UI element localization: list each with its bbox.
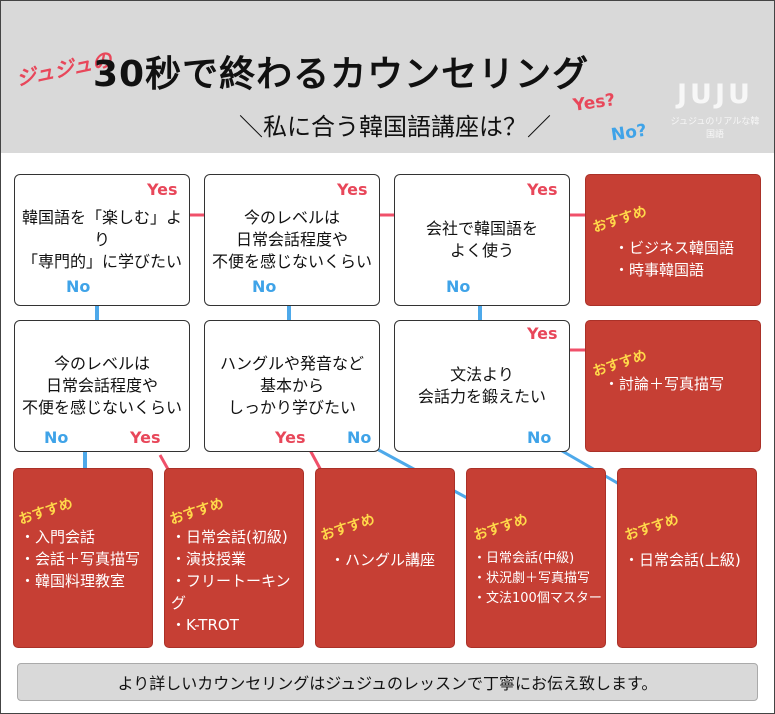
header-banner: ジュジュの 30秒で終わるカウンセリング ＼私に合う韓国語講座は？／ Yes? … — [1, 1, 774, 153]
question-box-6: 文法より 会話力を鍛えたい — [394, 320, 570, 452]
question-text: 会社で韓国語を よく使う — [425, 219, 538, 260]
juju-logo: JUJU ジュジュのリアルな韓国語 — [667, 79, 763, 149]
recommend-label: おすすめ — [622, 511, 681, 545]
result-text: ・日常会話(中級) ・状況劇＋写真描写 ・文法100個マスター — [473, 551, 602, 606]
question-box-5: ハングルや発音など 基本から しっかり学びたい — [204, 320, 380, 452]
yes-label: Yes — [147, 180, 178, 199]
result-box-beginner: おすすめ ・入門会話 ・会話＋写真描写 ・韓国料理教室 — [13, 468, 153, 648]
recommend-label: おすすめ — [590, 203, 649, 237]
question-text: 今のレベルは 日常会話程度や 不便を感じないくらい — [211, 208, 372, 271]
yes-label: Yes — [275, 428, 306, 447]
question-text: 韓国語を「楽しむ」より 「専門的」に学びたい — [21, 208, 182, 271]
no-label: No — [252, 277, 277, 296]
recommend-label: おすすめ — [471, 511, 530, 545]
page-subtitle: ＼私に合う韓国語講座は？／ — [239, 113, 551, 141]
no-label: No — [347, 428, 372, 447]
result-text: ・日常会話(初級) ・演技授業 ・フリートーキング ・K-TROT — [171, 528, 291, 634]
recommend-label: おすすめ — [167, 495, 226, 529]
no-label: No — [527, 428, 552, 447]
result-text: ・日常会話(上級) — [624, 551, 741, 569]
logo-subtext: ジュジュのリアルな韓国語 — [670, 117, 760, 140]
question-text: 今のレベルは 日常会話程度や 不便を感じないくらい — [21, 354, 182, 417]
question-box-4: 今のレベルは 日常会話程度や 不便を感じないくらい — [14, 320, 190, 452]
question-text: 文法より 会話力を鍛えたい — [417, 365, 546, 406]
result-text: ・ビジネス韓国語 ・時事韓国語 — [614, 239, 735, 279]
question-box-1: 韓国語を「楽しむ」より 「専門的」に学びたい — [14, 174, 190, 306]
footer-note: より詳しいカウンセリングはジュジュのレッスンで丁寧にお伝え致します。 — [17, 663, 758, 701]
result-box-advanced: おすすめ ・日常会話(上級) — [617, 468, 757, 648]
result-box-hangul: おすすめ ・ハングル講座 — [315, 468, 455, 648]
result-text: ・ハングル講座 — [330, 551, 436, 569]
recommend-label: おすすめ — [318, 511, 377, 545]
question-box-2: 今のレベルは 日常会話程度や 不便を感じないくらい — [204, 174, 380, 306]
result-box-intermediate: おすすめ ・日常会話(中級) ・状況劇＋写真描写 ・文法100個マスター — [466, 468, 606, 648]
yes-label: Yes — [130, 428, 161, 447]
page-title: 30秒で終わるカウンセリング — [93, 54, 590, 95]
no-label: No — [446, 277, 471, 296]
result-box-debate: おすすめ ・討論＋写真描写 — [585, 320, 761, 452]
question-text: ハングルや発音など 基本から しっかり学びたい — [219, 354, 364, 417]
yes-label: Yes — [527, 324, 558, 343]
result-box-elementary: おすすめ ・日常会話(初級) ・演技授業 ・フリートーキング ・K-TROT — [164, 468, 304, 648]
no-label: No — [66, 277, 91, 296]
question-box-3: 会社で韓国語を よく使う — [394, 174, 570, 306]
recommend-label: おすすめ — [16, 495, 75, 529]
logo-text: JUJU — [677, 79, 753, 110]
result-text: ・討論＋写真描写 — [604, 375, 725, 393]
footer-text: より詳しいカウンセリングはジュジュのレッスンで丁寧にお伝え致します。 — [117, 674, 658, 693]
no-label: No — [44, 428, 69, 447]
result-text: ・入門会話 ・会話＋写真描写 ・韓国料理教室 — [20, 528, 141, 590]
yes-label: Yes — [337, 180, 368, 199]
result-box-business: おすすめ ・ビジネス韓国語 ・時事韓国語 — [585, 174, 761, 306]
yes-label: Yes — [527, 180, 558, 199]
